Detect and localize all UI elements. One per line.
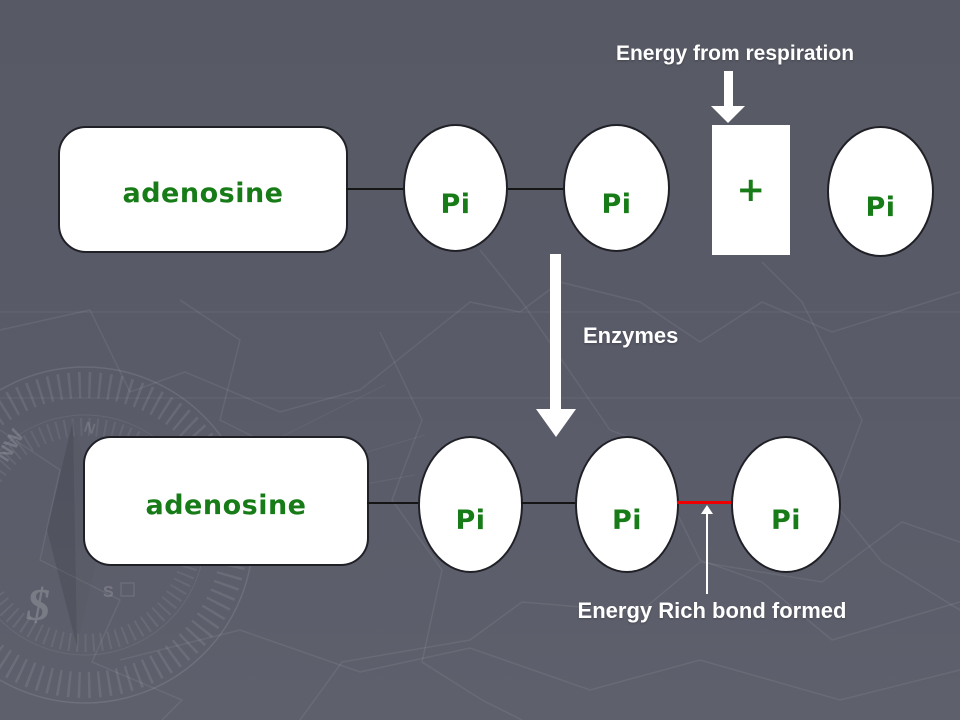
pi-label: Pi <box>611 505 643 536</box>
adenosine-box-top: adenosine <box>58 126 348 253</box>
free-phosphate-ellipse: Pi <box>827 126 934 257</box>
phosphate-ellipse-bottom-2: Pi <box>575 436 679 573</box>
phosphate-ellipse-top-1: Pi <box>403 124 508 252</box>
enzymes-arrowhead-icon <box>536 409 576 437</box>
adenosine-label-bottom: adenosine <box>145 489 307 521</box>
energy-bond-label: Energy Rich bond formed <box>577 598 847 623</box>
plus-label: + <box>736 170 766 210</box>
energy-rich-bond-line <box>677 501 733 504</box>
phosphate-ellipse-bottom-1: Pi <box>418 436 523 573</box>
phosphate-bond-line <box>521 502 577 504</box>
phosphate-ellipse-bottom-3: Pi <box>731 436 841 573</box>
pi-label: Pi <box>770 505 802 536</box>
compass-label-s: S <box>103 584 114 601</box>
energy-arrow-shaft-icon <box>724 71 733 107</box>
enzymes-label: Enzymes <box>583 323 679 348</box>
pi-label: Pi <box>455 505 486 536</box>
compass-label-n: N <box>82 419 98 439</box>
energy-source-label: Energy from respiration <box>615 42 855 65</box>
compass-label-dollar: $ <box>26 579 50 630</box>
bond-pointer-arrowhead-icon <box>701 505 713 514</box>
crack-pattern-lines <box>0 249 960 720</box>
compass-needle <box>47 420 103 647</box>
phosphate-bond-line <box>346 188 405 190</box>
phosphate-bond-line <box>508 188 565 190</box>
adenosine-label-top: adenosine <box>122 178 284 209</box>
plus-box: + <box>712 125 790 255</box>
pi-label: Pi <box>601 188 632 220</box>
enzymes-arrow-shaft-icon <box>550 254 561 410</box>
phosphate-bond-line <box>367 502 420 504</box>
pi-label: Pi <box>440 188 471 220</box>
phosphate-ellipse-top-2: Pi <box>563 124 670 252</box>
energy-arrowhead-icon <box>711 106 745 123</box>
bond-pointer-arrow-shaft-icon <box>706 513 708 594</box>
adenosine-box-bottom: adenosine <box>83 436 369 566</box>
pi-label: Pi <box>865 192 896 223</box>
